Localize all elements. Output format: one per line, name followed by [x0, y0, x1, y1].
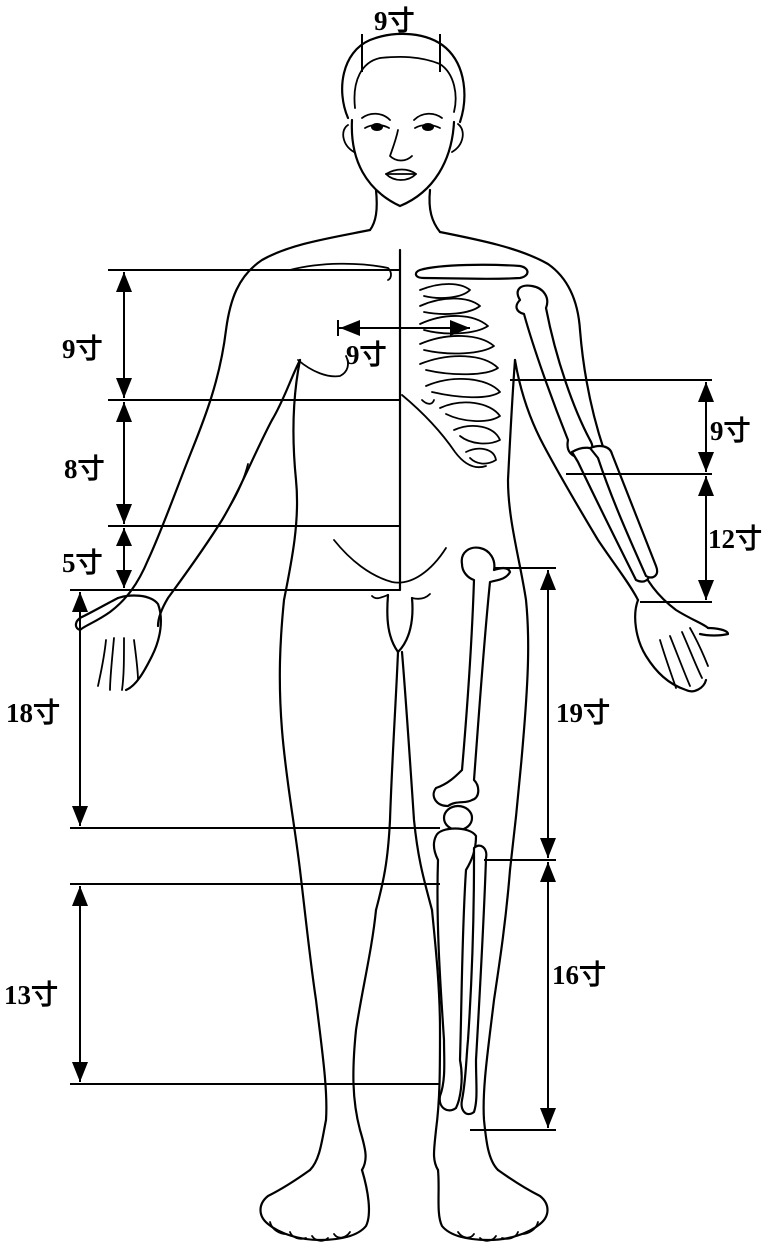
label-upper-arm: 9寸	[710, 416, 751, 446]
arrowheads	[72, 272, 714, 1128]
left-foot	[259, 1168, 371, 1242]
label-head-width: 9寸	[374, 6, 415, 36]
left-hand	[74, 594, 162, 692]
body-outline	[78, 188, 710, 872]
label-upper-abdomen: 8寸	[64, 454, 105, 484]
legs-outline	[298, 650, 512, 1172]
label-shin-outer: 16寸	[552, 960, 606, 990]
label-nipple-width: 9寸	[346, 340, 387, 370]
right-hand	[634, 598, 730, 693]
label-thigh-inner: 18寸	[6, 698, 60, 728]
label-shin-inner: 13寸	[4, 980, 58, 1010]
right-foot	[436, 1168, 549, 1242]
label-thigh-outer: 19寸	[556, 698, 610, 728]
label-forearm: 12寸	[708, 524, 762, 554]
head-outline	[341, 32, 466, 208]
label-upper-chest: 9寸	[62, 334, 103, 364]
skeleton	[414, 263, 659, 1116]
label-lower-abdomen: 5寸	[62, 548, 103, 578]
